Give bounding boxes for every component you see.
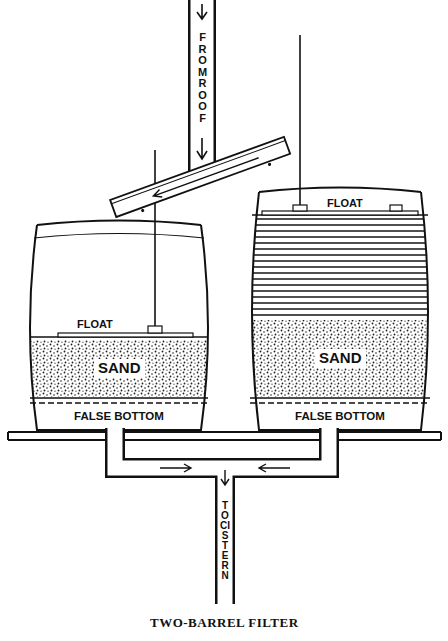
sand-label: SAND xyxy=(94,359,145,378)
pipe-label: TO CISTERN xyxy=(220,501,230,581)
float-label: FLOAT xyxy=(77,318,113,330)
outlet-pipes xyxy=(115,426,329,606)
roof-pipe xyxy=(197,0,207,176)
figure-caption: TWO-BARREL FILTER xyxy=(150,616,299,630)
right-barrel xyxy=(240,188,440,431)
float-label: FLOAT xyxy=(327,197,363,209)
float-rod xyxy=(154,150,156,328)
left-barrel xyxy=(20,221,220,431)
shelf xyxy=(8,432,441,440)
tilting-trough xyxy=(110,137,292,222)
false-bottom-label: FALSE BOTTOM xyxy=(74,410,164,423)
false-bottom-label: FALSE BOTTOM xyxy=(295,410,385,423)
sand-label: SAND xyxy=(315,349,366,368)
pipe-label: FROM ROOF xyxy=(197,32,208,124)
float-rod xyxy=(299,35,301,206)
